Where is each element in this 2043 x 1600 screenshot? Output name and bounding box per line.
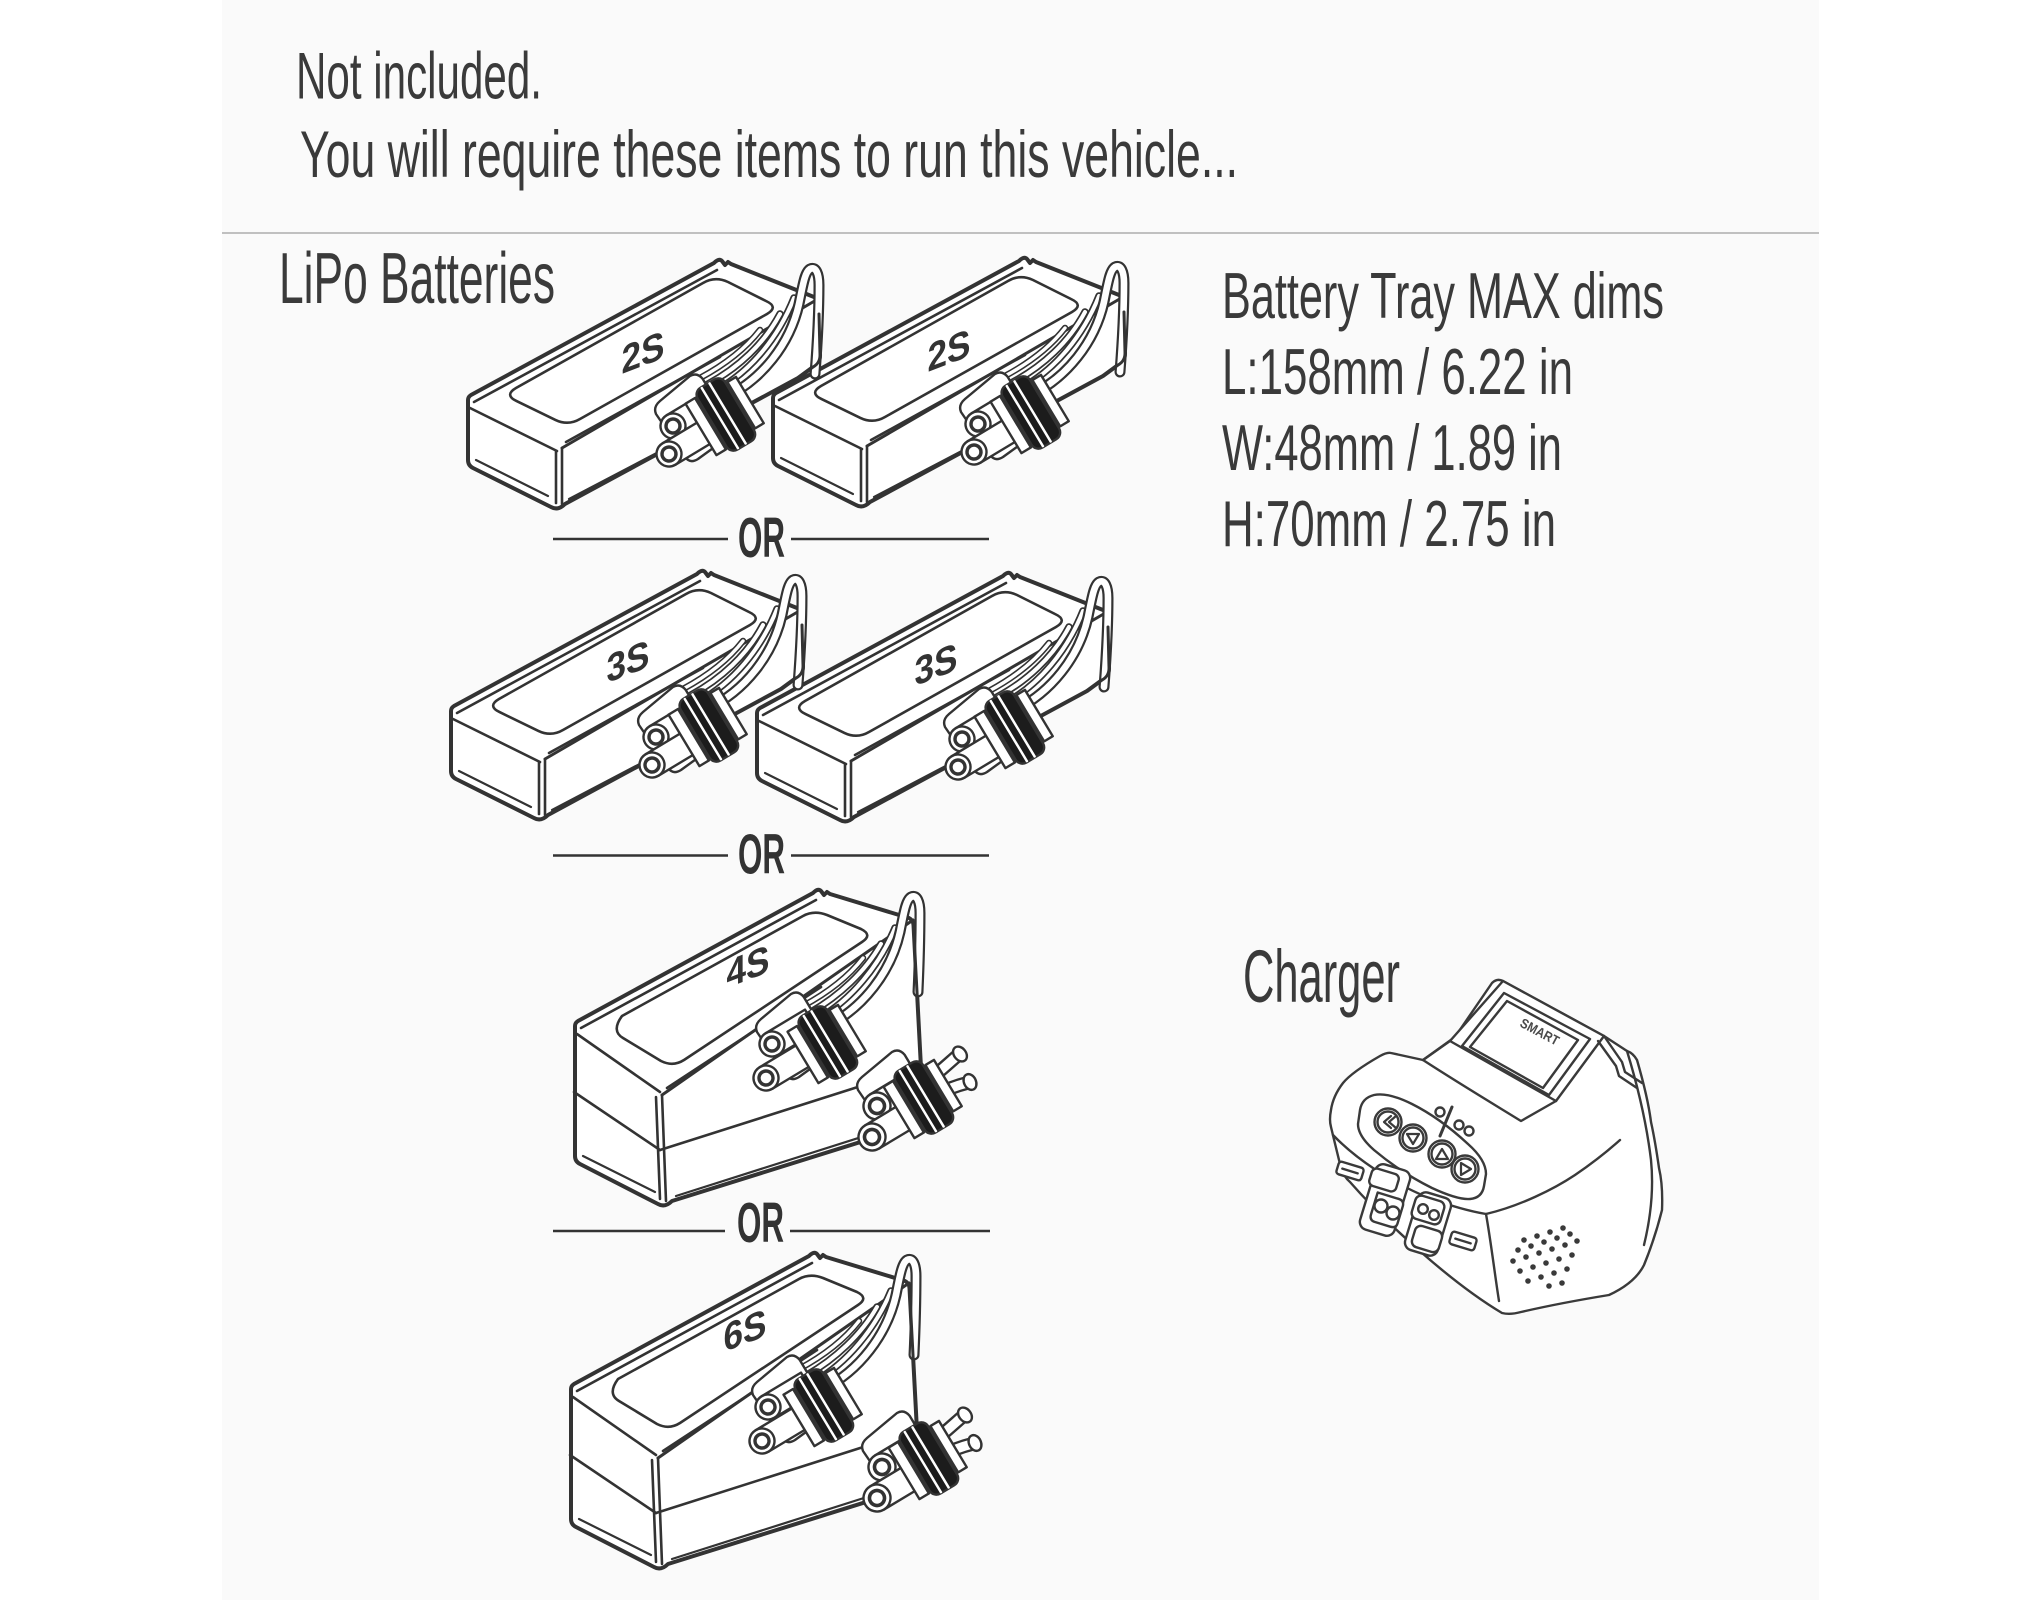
svg-text:OR: OR: [738, 506, 785, 570]
svg-text:W:48mm / 1.89 in: W:48mm / 1.89 in: [1222, 411, 1562, 484]
svg-text:Not included.: Not included.: [296, 39, 542, 113]
svg-text:Battery Tray MAX dims: Battery Tray MAX dims: [1222, 259, 1664, 332]
svg-text:OR: OR: [738, 823, 785, 887]
svg-text:H:70mm / 2.75 in: H:70mm / 2.75 in: [1222, 487, 1556, 560]
svg-text:OR: OR: [737, 1191, 784, 1255]
svg-text:LiPo Batteries: LiPo Batteries: [279, 239, 555, 319]
svg-text:L:158mm / 6.22 in: L:158mm / 6.22 in: [1222, 335, 1573, 408]
svg-text:Charger: Charger: [1243, 935, 1400, 1018]
svg-text:You will require these items t: You will require these items to run this…: [300, 117, 1238, 191]
